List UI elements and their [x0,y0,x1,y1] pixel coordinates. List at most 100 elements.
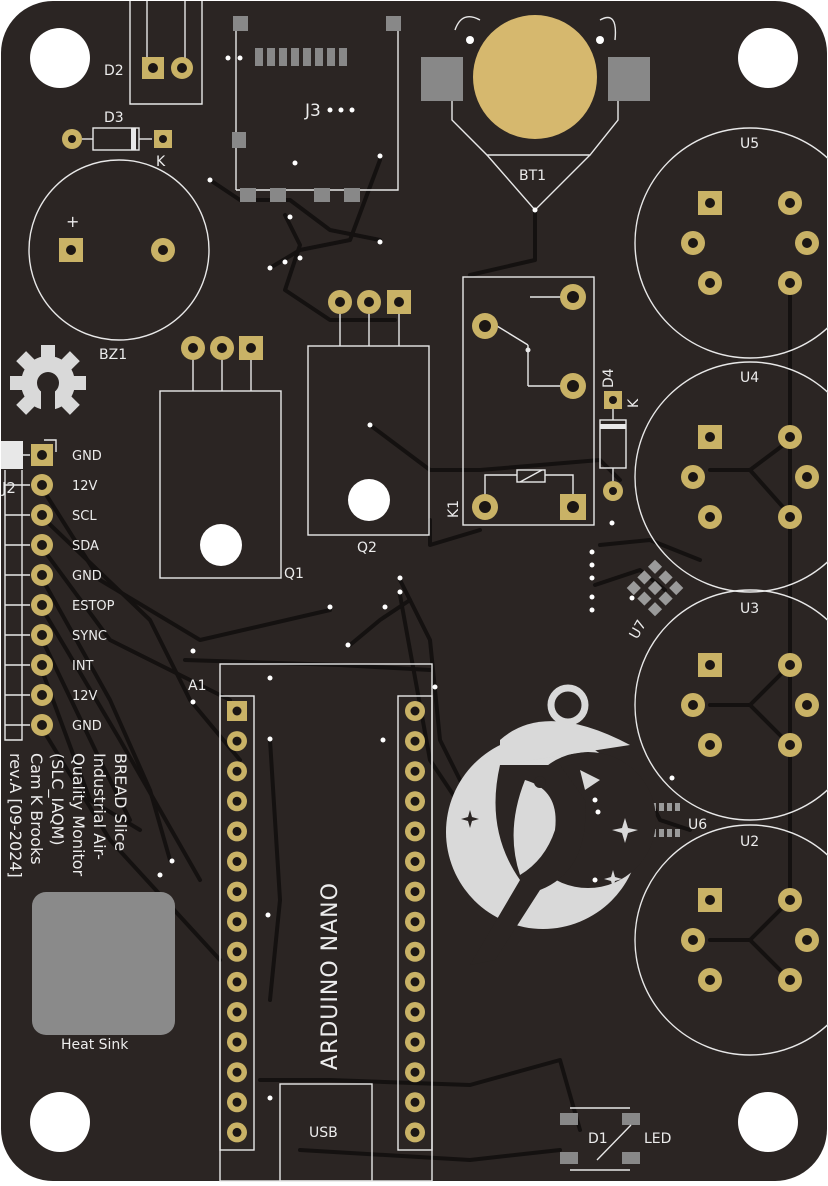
nano-pin [405,1002,425,1022]
j2-pin-label: INT [72,659,94,674]
nano-pin [227,1122,247,1143]
j2-ref-label: J2 [1,479,16,497]
nano-pin [405,1122,425,1143]
nano-pin [227,1032,247,1053]
heat-sink-label: Heat Sink [61,1037,129,1053]
k1-footprint [462,276,595,526]
nano-pin [405,761,425,782]
nano-pin [227,731,247,752]
gas-sensor [634,127,828,359]
nano-pin [405,791,425,812]
gas-sensors [634,127,828,1056]
d4-footprint [599,391,627,501]
heat-sink [32,892,175,1035]
bz1-footprint [28,159,210,341]
d4-ref-label: D4 [601,368,617,388]
nano-pin [227,701,247,721]
nano-pin-row-outline [219,695,255,1151]
d1-footprint [560,1107,640,1171]
j2-pin: SYNC [5,624,107,646]
d1-led-label: LED [644,1131,671,1147]
q2-footprint [307,290,430,536]
j2-pin-label: GND [72,719,102,734]
j2-pin-label: GND [72,449,102,464]
j2-pin-label: SYNC [72,629,107,644]
nano-pin [227,881,247,902]
d1-ref-label: D1 [588,1131,608,1147]
d2-footprint [129,1,203,105]
u5-ref-label: U5 [740,136,759,152]
nano-pin [405,701,425,721]
board-info-line: rev.A [09-2024] [6,753,25,878]
nano-pin [227,761,247,782]
u2-ref-label: U2 [740,834,759,850]
board-info-line: Cam K Brooks [27,753,46,865]
u3-ref-label: U3 [740,601,759,617]
board-info-line: BREAD Slice [111,753,130,851]
d3-footprint [62,127,172,151]
mounting-holes [30,28,798,1152]
gas-sensor [634,824,828,1056]
d4-cathode-label: K [626,398,642,408]
q2-ref-label: Q2 [357,540,377,556]
nano-pin [227,911,247,932]
j3-ref-label: J3 [304,101,321,121]
a1-ref-label: A1 [188,678,206,694]
module-name-label: ARDUINO NANO [318,882,343,1070]
nano-pin [227,1062,247,1083]
j2-pin-label: ESTOP [72,599,115,614]
nano-pins [219,695,433,1151]
nano-pin [405,971,425,992]
nano-pin [227,941,247,962]
nano-pin [227,791,247,812]
nano-pin [227,851,247,872]
j2-pin: 12V [5,684,98,706]
q1-ref-label: Q1 [284,566,304,582]
j2-pin-label: 12V [72,479,98,494]
nano-pin [227,1002,247,1022]
bt1-ref-label: BT1 [519,168,546,184]
board-info-line: Industrial Air- [90,753,109,860]
d2-ref-label: D2 [104,63,124,79]
j2-pin: SDA [5,534,99,556]
nano-pin [405,731,425,752]
j3-footprint [232,16,401,202]
d3-ref-label: D3 [104,110,124,126]
nano-pin-row-outline [397,695,433,1151]
j2-pin: INT [5,654,94,676]
bz1-ref-label: BZ1 [99,347,127,363]
j2-pin: GND [5,444,102,466]
j2-pin: GND [5,714,102,736]
k1-ref-label: K1 [446,500,462,518]
nano-pin [405,941,425,962]
usb-label: USB [309,1125,338,1141]
j2-pin: 12V [5,474,98,496]
j2-pin-label: GND [72,569,102,584]
board-info-line: (SLC_IAQM) [47,753,67,846]
j2-pin-label: SCL [72,509,97,524]
j2-pin: GND [5,564,102,586]
u6-ref-label: U6 [688,817,707,833]
board-info-line: Quality Monitor [69,753,88,877]
vias [157,55,675,1101]
j2-pins: GND 12V SCL SDA GND ESTOP SYNC INT 12V GND [5,444,115,736]
q1-footprint [159,336,282,579]
oshw-gear-icon [10,345,86,427]
nano-pin [405,1062,425,1083]
u4-ref-label: U4 [740,370,759,386]
j2-pin: SCL [5,504,97,526]
bz1-plus-label: + [66,212,79,231]
nano-pin [405,911,425,932]
nano-pin [227,1092,247,1113]
gas-sensor [634,589,828,821]
nano-pin [405,821,425,842]
nano-pin [405,881,425,902]
gas-sensor [634,361,828,593]
bt1-footprint [421,15,650,212]
nano-pin [405,851,425,872]
nano-pin [405,1092,425,1113]
j2-pin-label: 12V [72,689,98,704]
